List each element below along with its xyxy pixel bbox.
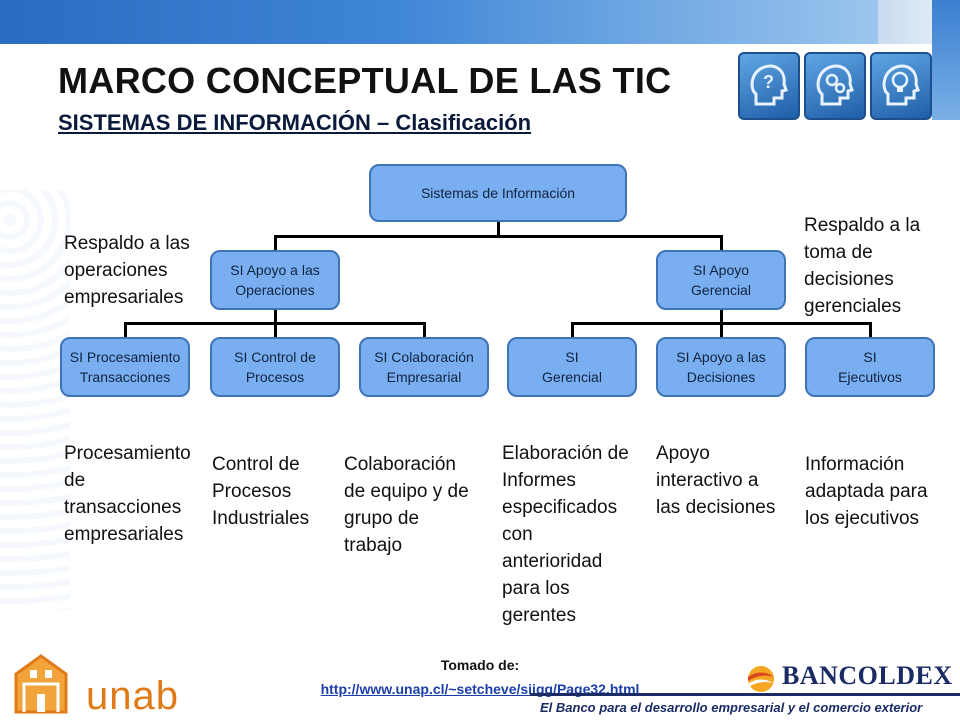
node-si-gerencial: SI Gerencial <box>507 337 637 397</box>
background-pattern <box>0 190 70 610</box>
connector-right-2 <box>720 322 723 338</box>
connector-left-3 <box>423 322 426 338</box>
node-si-ejecutivos: SI Ejecutivos <box>805 337 935 397</box>
desc-colaboracion: Colaboración de equipo y de grupo de tra… <box>344 454 469 556</box>
note-respaldo-decisiones: Respaldo a la toma de decisiones gerenci… <box>804 215 921 317</box>
connector-to-gerencial <box>720 235 723 252</box>
connector-right-1 <box>571 322 574 338</box>
node-si-procesamiento-transacciones: SI Procesamiento Transacciones <box>60 337 190 397</box>
connector-root-stem <box>497 220 500 236</box>
node-si-apoyo-operaciones: SI Apoyo a las Operaciones <box>210 250 340 310</box>
head-lightbulb-icon <box>870 52 932 120</box>
bancoldex-logo-icon <box>748 666 774 692</box>
note-respaldo-operaciones: Respaldo a las operaciones empresariales <box>64 233 190 308</box>
connector-left-2 <box>274 322 277 338</box>
unab-logo-text: unab <box>86 674 179 718</box>
bancoldex-tagline: El Banco para el desarrollo empresarial … <box>540 700 923 715</box>
connector-left-1 <box>124 322 127 338</box>
connector-gerencial-stem <box>720 308 723 324</box>
desc-informes-gerentes: Elaboración de Informes especificados co… <box>502 443 629 626</box>
desc-informacion-ejecutivos: Información adaptada para los ejecutivos <box>805 454 928 529</box>
node-sistemas-informacion: Sistemas de Información <box>369 164 627 222</box>
node-si-apoyo-decisiones: SI Apoyo a las Decisiones <box>656 337 786 397</box>
source-credit: Tomado de: <box>440 657 520 673</box>
bancoldex-divider <box>530 693 960 696</box>
svg-text:?: ? <box>763 72 774 92</box>
connector-right-3 <box>869 322 872 338</box>
unab-logo-icon <box>14 654 68 714</box>
connector-operaciones-stem <box>274 308 277 324</box>
connector-level1-bar <box>274 235 723 238</box>
header-bar <box>0 0 880 44</box>
header-bar-edge <box>932 0 960 120</box>
page-subtitle: SISTEMAS DE INFORMACIÓN – Clasificación <box>58 110 532 135</box>
node-si-colaboracion-empresarial: SI Colaboración Empresarial <box>359 337 489 397</box>
desc-apoyo-interactivo: Apoyo interactivo a las decisiones <box>656 443 776 518</box>
page-title: MARCO CONCEPTUAL DE LAS TIC <box>58 60 672 101</box>
node-si-control-procesos: SI Control de Procesos <box>210 337 340 397</box>
connector-to-operaciones <box>274 235 277 252</box>
head-gears-icon <box>804 52 866 120</box>
desc-procesamiento-transacciones: Procesamiento de transacciones empresari… <box>64 443 191 545</box>
node-si-apoyo-gerencial: SI Apoyo Gerencial <box>656 250 786 310</box>
desc-control-procesos: Control de Procesos Industriales <box>212 454 310 529</box>
bancoldex-logo-text: BANCOLDEX <box>782 661 953 690</box>
head-question-icon: ? <box>738 52 800 120</box>
